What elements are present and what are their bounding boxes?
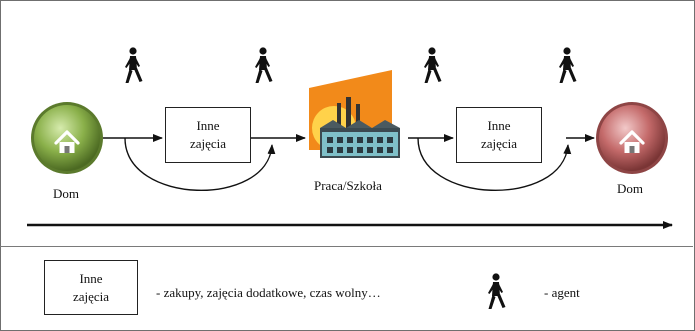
activity-box-2: Inne zajęcia: [456, 107, 542, 163]
legend-box-line1: Inne: [79, 270, 103, 286]
legend-activity-box: Inne zajęcia: [44, 260, 138, 315]
end-label: Dom: [617, 181, 643, 196]
factory-icon: [309, 70, 400, 158]
walking-person-icon: [255, 47, 273, 83]
walking-person-icon: [488, 273, 506, 309]
home-icon-green: [31, 102, 103, 174]
activity-box-2-line2: zajęcia: [480, 136, 518, 151]
legend-activity-description: - zakupy, zajęcia dodatkowe, czas wolny…: [156, 285, 381, 300]
activity-box-1-line1: Inne: [196, 118, 220, 133]
activity-box-2-line1: Inne: [487, 118, 511, 133]
activity-box-1: Inne zajęcia: [165, 107, 251, 163]
workplace-label: Praca/Szkoła: [314, 178, 382, 193]
legend-agent-description: - agent: [544, 285, 580, 300]
legend-box-line2: zajęcia: [72, 288, 110, 304]
walking-person-icon: [125, 47, 143, 83]
walking-person-icon: [424, 47, 442, 83]
start-label: Dom: [53, 186, 79, 201]
legend-divider: [0, 246, 693, 247]
walking-person-icon: [559, 47, 577, 83]
activity-box-1-line2: zajęcia: [189, 136, 227, 151]
home-icon-red: [596, 102, 668, 174]
